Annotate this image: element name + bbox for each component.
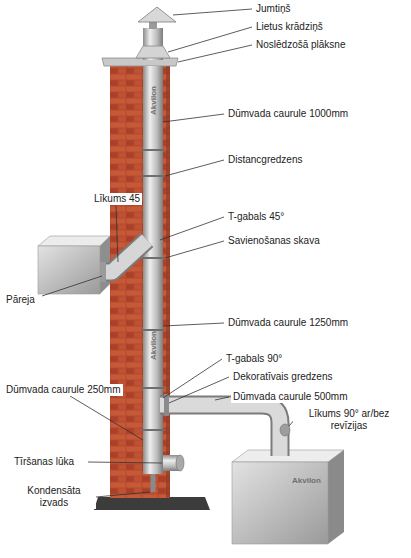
lower-pipe (160, 405, 280, 456)
stove-side (328, 450, 344, 544)
branch-pipe-outline (100, 240, 147, 272)
transition (100, 262, 106, 282)
leader-line (173, 9, 252, 15)
watermark: Akvilon (149, 86, 158, 115)
leader-line (160, 217, 224, 240)
callout-label: Dūmvada caurule 250mm (4, 384, 123, 396)
ring (141, 175, 165, 177)
condensate-drain (151, 474, 156, 492)
branch-pipe (100, 240, 147, 272)
ring (141, 257, 165, 259)
leader-line (70, 396, 143, 440)
base-slab (94, 497, 210, 510)
leader-line (163, 359, 222, 398)
callout-label: Dekoratīvais gredzens (231, 371, 335, 383)
callout-label: Lietus krādziņš (254, 21, 325, 33)
inspection-cap (280, 424, 290, 436)
leader-line (178, 45, 252, 62)
closing-plate (102, 58, 178, 66)
callout-label: Pāreja (4, 294, 37, 306)
leader-line (215, 397, 229, 400)
callout-label: Dūmvada caurule 500mm (231, 391, 350, 403)
chimney-shade (166, 62, 170, 498)
watermark: Akvilon (149, 331, 158, 360)
ring (141, 149, 165, 151)
leader-line (96, 492, 150, 497)
leader-line (163, 114, 224, 122)
cap (138, 7, 176, 22)
lower-pipe-outline (160, 405, 280, 456)
leader-line (165, 160, 224, 176)
callout-label: Distancgredzens (226, 154, 304, 166)
leader-line (163, 323, 224, 326)
callout-label: T-gabals 90° (224, 353, 284, 365)
callout-label: Dūmvada caurule 1250mm (226, 317, 350, 329)
leader-line (116, 206, 118, 262)
cleanout-lid (176, 455, 184, 471)
callout-label: Savienošanas skava (226, 235, 322, 247)
lower-stove (232, 462, 328, 544)
leader-line (165, 241, 224, 258)
callout-label: Līkums 45 (92, 193, 142, 205)
watermark: Akvilon (292, 476, 321, 485)
callout-label: Tīršanas lūka (12, 456, 76, 468)
callout-label: Kondensāta izvads (12, 485, 96, 509)
leader-line (169, 377, 229, 403)
callout-label: Līkums 90° ar/bez revīzijas (293, 408, 405, 432)
stove-top (38, 236, 110, 246)
callout-label: Noslēdzošā plāksne (254, 39, 348, 51)
pipe-rings (141, 150, 165, 430)
callout-label: T-gabals 45° (226, 211, 286, 223)
rain-collar (136, 46, 170, 58)
callout-label: Jumtiņš (254, 3, 292, 15)
brick-chimney (110, 62, 170, 498)
callout-label: Dūmvada caurule 1000mm (226, 108, 350, 120)
leader-lines (42, 9, 296, 497)
leader-line (88, 462, 162, 463)
leader-line (42, 276, 102, 296)
ring (141, 387, 165, 389)
ring (141, 429, 165, 431)
